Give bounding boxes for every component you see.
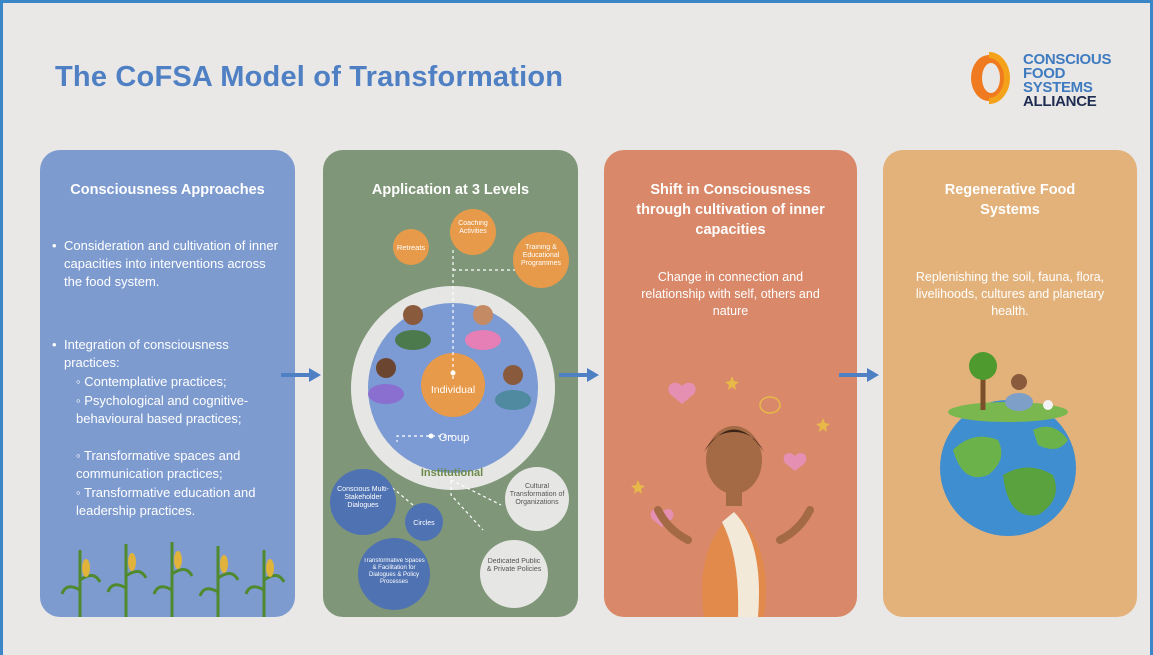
bullet-text: Consideration and cultivation of inner c… [64,238,278,289]
woman-illustration [631,376,830,617]
page-title: The CoFSA Model of Transformation [55,61,564,93]
bottom-circle-label-wrap: Conscious Multi-Stakeholder Dialogues [337,486,389,509]
arrow-right-icon [559,368,599,382]
bottom-circle-label: Conscious Multi-Stakeholder Dialogues [337,486,389,509]
panel-heading: Consciousness Approaches [70,182,265,198]
bullet-item: •Integration of consciousness practices: [52,337,229,370]
arrow-right-icon [839,368,879,382]
logo-ring-icon [971,52,1010,104]
top-circle-label: Training & Educational Programmes [520,244,562,267]
top-circle-label: Retreats [397,243,426,252]
sub-bullet: ◦ Transformative education and leadershi… [76,485,256,518]
logo-line-1: CONSCIOUS [1023,51,1112,68]
logo-line-3: ALLIANCE [1023,93,1097,110]
star-icon [816,418,830,432]
training-circle [513,232,569,288]
panel-regenerative-food-systems: Regenerative Food Systems Replenishing t… [883,150,1137,617]
bottom-circle-label-wrap: Dedicated Public & Private Policies [486,558,542,573]
spaces-circle [358,538,430,610]
panel-heading: Regenerative Food Systems [944,182,1076,218]
levels-diagram: Retreats Coaching Activities Training & … [330,209,569,610]
top-circle-label: Coaching Activities [458,220,488,235]
logo: CONSCIOUS FOOD SYSTEMS ALLIANCE [967,51,1127,110]
panel-body: Change in connection and relationship wi… [641,270,820,318]
corn-plants-illustration [60,542,286,617]
sub-bullet: ◦ Transformative spaces and communicatio… [76,448,241,481]
tree-icon [969,352,997,380]
star-icon [631,480,645,494]
bottom-circle-label: Circles [413,520,435,527]
individual-circle [421,353,485,417]
panel-consciousness-approaches: Consciousness Approaches •Consideration … [40,150,295,617]
bullet-text: Integration of consciousness practices: [64,337,229,370]
dialogues-circle [330,469,396,535]
bottom-circle-label-wrap: Transformative Spaces & Facilitation for… [363,558,425,585]
bottom-circle-label: Transformative Spaces & Facilitation for… [363,558,425,585]
logo-line-2: FOOD SYSTEMS [1023,65,1093,96]
star-icon [725,376,739,390]
policies-circle [480,540,548,608]
heart-icon [668,382,696,404]
bullet-item: •Consideration and cultivation of inner … [52,238,278,289]
top-circle-label-wrap: Training & Educational Programmes [520,244,562,267]
level-group: Group [439,432,470,444]
bottom-circle-label: Dedicated Public & Private Policies [486,558,542,573]
panel-heading: Shift in Consciousness through cultivati… [636,182,825,238]
bottom-circle-label-wrap: Cultural Transformation of Organizations [509,483,565,506]
panel-shift-consciousness: Shift in Consciousness through cultivati… [604,150,857,617]
bottom-circle-label: Cultural Transformation of Organizations [509,483,565,506]
meditating-people-illustration [368,305,531,410]
coaching-circle [450,209,496,255]
sub-bullet: ◦ Psychological and cognitive-behavioura… [76,393,249,426]
heart-icon [783,453,807,471]
logo-text: CONSCIOUS FOOD SYSTEMS ALLIANCE [1023,51,1127,110]
circles-circle [405,503,443,541]
top-circle-label-wrap: Coaching Activities [458,220,488,235]
arrow-right-icon [281,368,321,382]
cultural-circle [505,467,569,531]
level-individual: Individual [431,384,475,396]
retreats-circle [393,229,429,265]
panel-heading: Application at 3 Levels [371,182,530,198]
panel-body: Replenishing the soil, fauna, flora, liv… [915,270,1105,318]
sub-bullet: ◦ Contemplative practices; [76,374,227,389]
brain-icon [759,396,781,414]
level-institutional: Institutional [421,467,483,479]
panel-application-levels: Application at 3 Levels [323,150,578,617]
globe-illustration [940,352,1076,536]
